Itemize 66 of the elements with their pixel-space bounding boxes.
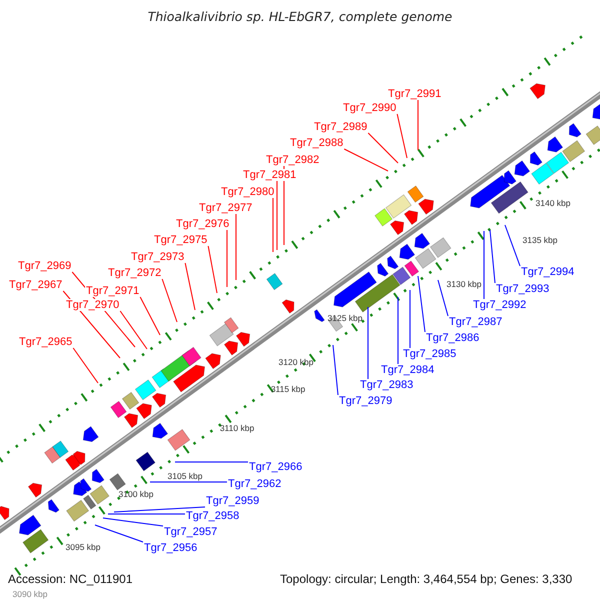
leader-line (162, 278, 178, 322)
scale-label: 3100 kbp (118, 489, 154, 499)
gene-label: Tgr7_2965 (18, 336, 74, 348)
gene-label: Tgr7_2981 (242, 169, 298, 181)
leader-line (368, 132, 398, 164)
gene-label: Tgr7_2983 (359, 379, 414, 391)
gene-label: Tgr7_2970 (65, 299, 120, 311)
leader-line (418, 276, 426, 332)
leader-line (226, 230, 228, 288)
gene-label: Tgr7_2973 (130, 251, 186, 263)
leader-line (396, 114, 408, 158)
accession-text: Accession: NC_011901 (8, 573, 133, 586)
gene-label: Tgr7_2989 (313, 121, 368, 133)
gene-label: Tgr7_2972 (107, 267, 162, 279)
scale-label: 3140 kbp (536, 198, 570, 208)
leader-line (184, 262, 196, 310)
gene-label: Tgr7_2958 (185, 510, 240, 522)
gene-label: Tgr7_2971 (85, 285, 140, 297)
leader-line (72, 348, 98, 384)
gene-label: Tgr7_2984 (380, 364, 436, 376)
gene-label: Tgr7_2966 (248, 461, 304, 473)
gene-label: Tgr7_2986 (425, 332, 480, 344)
leader-line (208, 246, 218, 294)
leader-line (114, 506, 206, 512)
leader-line (94, 524, 144, 542)
gene-label: Tgr7_2980 (220, 186, 276, 198)
leader-line (272, 198, 274, 252)
gene-label: Tgr7_2977 (198, 202, 254, 214)
gene-label: Tgr7_2959 (205, 495, 260, 507)
scale-label: 3120 kbp (278, 357, 314, 367)
gene-label: Tgr7_2982 (265, 154, 320, 166)
gene-label: Tgr7_2992 (472, 299, 528, 311)
gene-label: Tgr7_2962 (227, 478, 282, 490)
gene-label: Tgr7_2967 (8, 279, 64, 291)
gene-label: Tgr7_2956 (143, 542, 198, 554)
scale-label: 3135 kbp (522, 235, 558, 245)
gene-label: Tgr7_2988 (289, 137, 344, 149)
scale-label: 3130 kbp (446, 279, 482, 289)
scale-label: 3095 kbp (66, 542, 100, 552)
gene-label: Tgr7_2987 (448, 316, 504, 328)
scale-label: 3090 kbp (12, 589, 48, 599)
scale-label: 3105 kbp (168, 471, 202, 481)
gene-label: Tgr7_2985 (402, 348, 458, 360)
gene-label: Tgr7_2994 (520, 266, 576, 278)
leader-line (120, 310, 148, 350)
leader-line (102, 518, 164, 526)
leader-line (276, 180, 278, 250)
gene-label: Tgr7_2975 (153, 234, 208, 246)
gene-label: Tgr7_2991 (387, 88, 442, 100)
leader-line (140, 296, 160, 336)
leader-line (332, 344, 338, 396)
gene-label: Tgr7_2990 (342, 102, 398, 114)
leader-line (504, 224, 520, 266)
leader-line (438, 280, 448, 316)
scale-label: 3110 kbp (220, 423, 254, 433)
gene-label: Tgr7_2957 (163, 526, 218, 538)
scale-label: 3125 kbp (328, 313, 362, 323)
gene-label: Tgr7_2979 (338, 395, 394, 407)
gene-label: Tgr7_2976 (175, 218, 230, 230)
gene-label: Tgr7_2993 (495, 283, 550, 295)
genome-info-text: Topology: circular; Length: 3,464,554 bp; Genes: 3,330 (280, 573, 572, 586)
title: Thioalkalivibrio sp. HL-EbGR7, complete genome (146, 9, 454, 24)
scale-label: 3115 kbp (270, 384, 306, 394)
leader-line (344, 148, 388, 172)
gene-label: Tgr7_2969 (17, 260, 72, 272)
leader-line (490, 230, 496, 284)
